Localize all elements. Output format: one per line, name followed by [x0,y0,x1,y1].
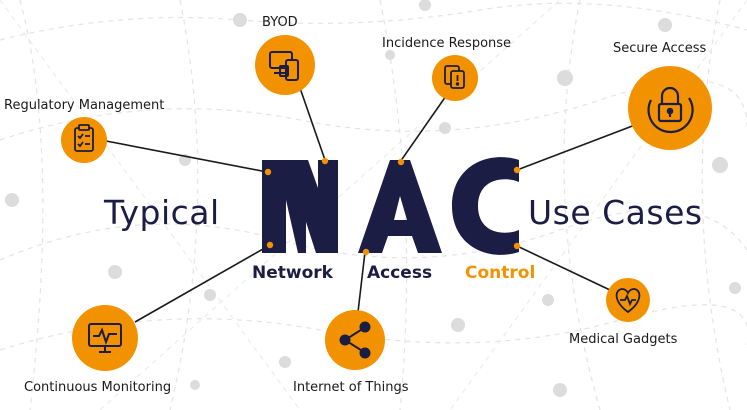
letter-dot [266,241,274,249]
use-case-byod: BYOD [255,15,315,95]
devices-icon [269,51,299,81]
heart-shield-icon [615,288,641,314]
expansion-access: Access [367,263,432,283]
title-left: Typical [103,193,220,232]
letter-dot [397,158,405,166]
connector-incidence-response [399,95,447,163]
connector-byod [299,87,326,161]
regulatory-management-circle [61,117,107,163]
mesh-line [0,2,747,41]
connector-medical-gadgets [516,245,611,291]
mesh-dot [729,282,741,294]
use-case-internet-of-things: Internet of Things [293,310,409,395]
letter-a [358,160,442,253]
alert-document-icon [444,65,465,89]
use-case-medical-gadgets: Medical Gadgets [569,278,678,347]
connector-regulatory-management [105,140,268,173]
label-byod: BYOD [262,15,298,30]
expansion-control: Control [465,263,535,283]
connector-continuous-monitoring [134,244,271,323]
mesh-dot [204,289,216,301]
label-regulatory-management: Regulatory Management [4,98,164,113]
mesh-dot [557,70,573,86]
mesh-dot [108,265,122,279]
use-case-regulatory-management: Regulatory Management [4,98,164,163]
mesh-dot [658,18,672,32]
background-dots [5,0,741,397]
mesh-dot [233,13,247,27]
connector-internet-of-things [357,251,366,313]
mesh-dot [439,122,451,134]
mesh-line [449,0,747,410]
mesh-line [169,0,199,410]
letter-dot [321,157,329,165]
mesh-dot [542,294,554,306]
mesh-dot [190,380,200,390]
letter-dot [513,242,521,250]
use-case-incidence-response: Incidence Response [382,36,511,101]
use-case-continuous-monitoring: Continuous Monitoring [24,305,171,395]
nac-acronym [262,157,521,256]
mesh-line [0,0,301,410]
letter-c [452,157,519,255]
mesh-dot [712,157,728,173]
mesh-dot [451,318,465,332]
monitor-pulse-icon [88,323,122,353]
label-medical-gadgets: Medical Gadgets [569,332,678,347]
letter-n [262,160,338,253]
mesh-line [99,0,561,410]
label-secure-access: Secure Access [613,41,707,56]
mesh-dot [385,50,395,60]
letter-dot [264,168,272,176]
connector-secure-access [516,124,636,171]
label-incidence-response: Incidence Response [382,36,511,51]
letter-dot [362,248,370,256]
internet-of-things-circle [325,310,385,370]
mesh-line [701,0,731,410]
mesh-line [0,304,747,351]
connectors [105,87,636,323]
clipboard-check-icon [74,124,94,152]
lock-icon [647,86,694,134]
mesh-dot [553,383,567,397]
label-internet-of-things: Internet of Things [293,380,409,395]
mesh-dot [5,193,19,207]
letter-dot [513,166,521,174]
mesh-dot [419,0,431,11]
use-case-secure-access: Secure Access [613,41,712,150]
mesh-line [0,208,747,261]
title-right: Use Cases [528,193,703,232]
mesh-line [563,0,601,410]
mesh-dot [279,356,291,368]
label-continuous-monitoring: Continuous Monitoring [24,380,171,395]
network-nodes-icon [339,321,371,359]
expansion-network: Network [252,263,334,283]
mesh-line [19,0,44,410]
